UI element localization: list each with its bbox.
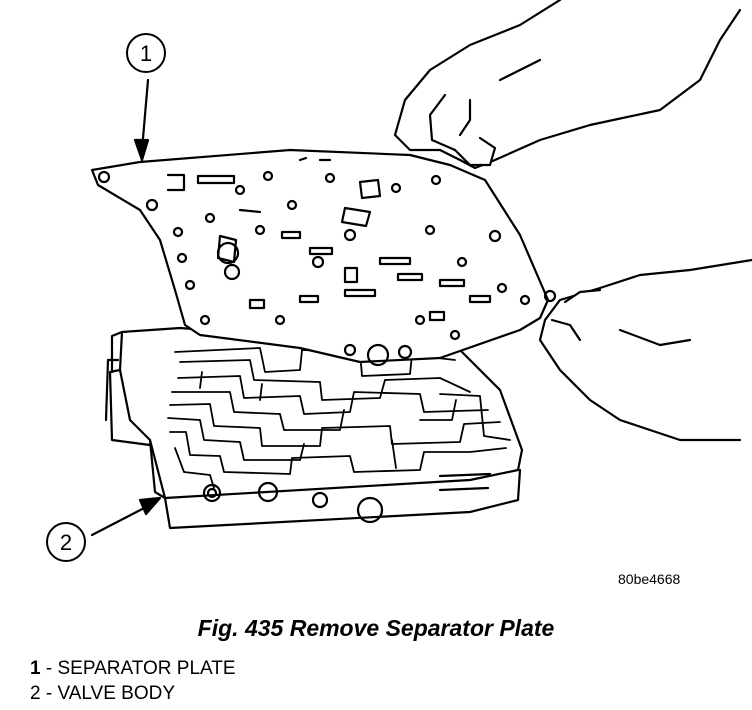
figure-caption: Fig. 435 Remove Separator Plate bbox=[197, 615, 555, 641]
separator-plate-illustration: 1 2 bbox=[46, 0, 752, 562]
legend-item-separator-plate: 1 - SEPARATOR PLATE bbox=[30, 658, 236, 680]
callout-2-number: 2 bbox=[60, 530, 72, 555]
lower-hand bbox=[538, 258, 752, 442]
legend-number: 2 bbox=[30, 683, 41, 704]
valve-body bbox=[104, 326, 524, 530]
separator-plate bbox=[90, 148, 557, 367]
legend-separator: - bbox=[40, 683, 58, 704]
legend-text: SEPARATOR PLATE bbox=[57, 658, 236, 679]
callout-1-arrow bbox=[133, 78, 150, 162]
callout-1-number: 1 bbox=[140, 41, 152, 66]
legend-number: 1 bbox=[30, 658, 41, 679]
legend-separator: - bbox=[40, 658, 58, 679]
legend-item-valve-body: 2 - VALVE BODY bbox=[30, 683, 175, 705]
callout-2: 2 bbox=[46, 522, 86, 562]
callout-2-arrow bbox=[90, 496, 162, 537]
legend-text: VALVE BODY bbox=[57, 683, 176, 704]
upper-hand bbox=[393, 0, 742, 170]
image-reference-code: 80be4668 bbox=[618, 571, 681, 587]
callout-1: 1 bbox=[126, 33, 166, 73]
